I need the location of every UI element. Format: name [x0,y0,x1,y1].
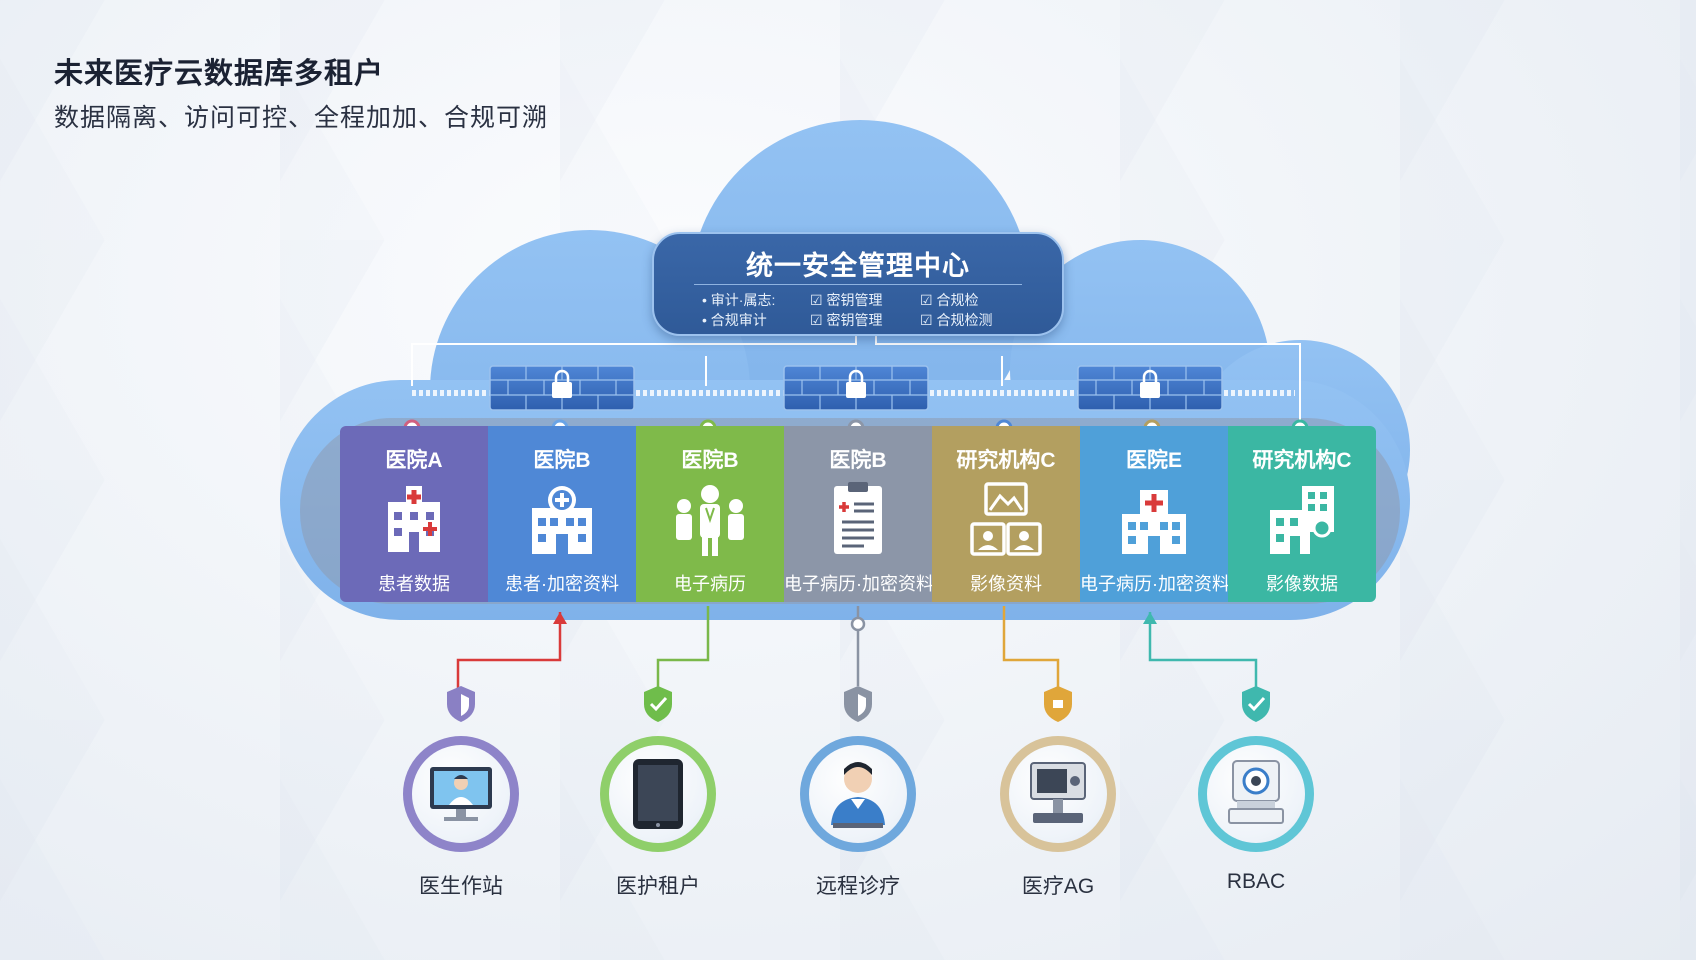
link-line-gold [1002,606,1060,688]
tenant-panel[interactable]: 医院A 患者数据 [340,426,488,602]
divider [694,284,1022,285]
tenant-panel[interactable]: 医院E 电子病历·加密资料 [1080,426,1230,602]
tenant-data-label: 患者·加密资料 [505,574,619,594]
tenant-name: 医院E [1125,449,1182,472]
link-line-red [456,612,562,688]
tenant-name: 研究机构C [1252,449,1352,472]
shield-icon [1242,686,1270,722]
firewall-icon [489,365,635,411]
hospital-icon [388,486,440,552]
tenant-name: 研究机构C [956,449,1056,472]
feature-item: • 审计·属志: [702,292,776,308]
client-node[interactable] [800,736,916,852]
tenant-data-label: 电子病历 [674,574,746,594]
tenant-name: 医院B [681,449,739,472]
doctor-workstation-icon [430,767,492,821]
arrow-up-icon [553,612,567,624]
page-subtitle: 数据隔离、访问可控、全程加加、合规可溯 [54,104,549,132]
tenant-data-label: 电子病历·加密资料 [784,574,934,594]
shield-icon [644,686,672,722]
tenant-name: 医院A [385,449,443,472]
feature-item: ☑ 密钥管理 [810,292,883,308]
feature-item: ☑ 密钥管理 [810,312,883,328]
hospital-icon [532,486,592,554]
imaging-icon [970,482,1042,556]
feature-item: ☑ 合规检测 [920,312,993,328]
shield-icon [447,686,475,722]
medical-staff-icon [676,485,744,556]
tenant-name: 医院B [533,449,591,472]
client-label: 远程诊疗 [816,875,900,898]
tenant-data-label: 影像资料 [970,574,1042,594]
arrow-up-icon [1143,612,1157,624]
tenant-panel[interactable]: 研究机构C 影像数据 [1228,426,1376,602]
tenant-panel[interactable]: 研究机构C 影像资料 [932,426,1080,602]
tenant-data-label: 患者数据 [378,574,450,594]
document-icon [834,482,882,554]
link-line-green [656,606,710,688]
center-title: 统一安全管理中心 [746,251,970,281]
imaging-machine-icon [1228,760,1284,824]
shield-icon [1044,686,1072,722]
tenant-panel[interactable]: 医院B 患者·加密资料 [488,426,636,602]
shield-icon [844,686,872,722]
firewall-icon [783,365,929,411]
research-building-icon [1270,486,1334,554]
tenant-data-label: 电子病历·加密资料 [1080,574,1230,594]
client-node[interactable] [1000,736,1116,852]
client-node[interactable] [600,736,716,852]
security-management-center[interactable]: 统一安全管理中心 • 审计·属志: ☑ 密钥管理 ☑ 合规检 • 合规审计 ☑ … [652,232,1064,336]
feature-item: ☑ 合规检 [920,292,979,308]
link-line-teal [1148,612,1258,688]
medical-device-icon [1030,762,1086,823]
client-label: 医护租户 [616,875,700,898]
page-title: 未来医疗云数据库多租户 [54,58,385,90]
client-node[interactable] [1198,736,1314,852]
client-node[interactable] [403,736,519,852]
tenant-panel[interactable]: 医院B 电子病历 [636,426,784,602]
tablet-icon [633,759,683,829]
center-connectors [411,332,1301,420]
feature-item: • 合规审计 [702,312,767,328]
tenant-data-label: 影像数据 [1266,574,1338,594]
tenant-panel[interactable]: 医院B 电子病历·加密资料 [784,426,934,602]
doctor-avatar-icon [831,762,885,828]
client-label: 医生作站 [419,875,503,898]
hospital-icon [1122,490,1186,554]
client-label: RBAC [1226,870,1286,893]
firewall-icon [1077,365,1223,411]
tenant-name: 医院B [829,449,887,472]
client-label: 医疗AG [1021,875,1095,898]
